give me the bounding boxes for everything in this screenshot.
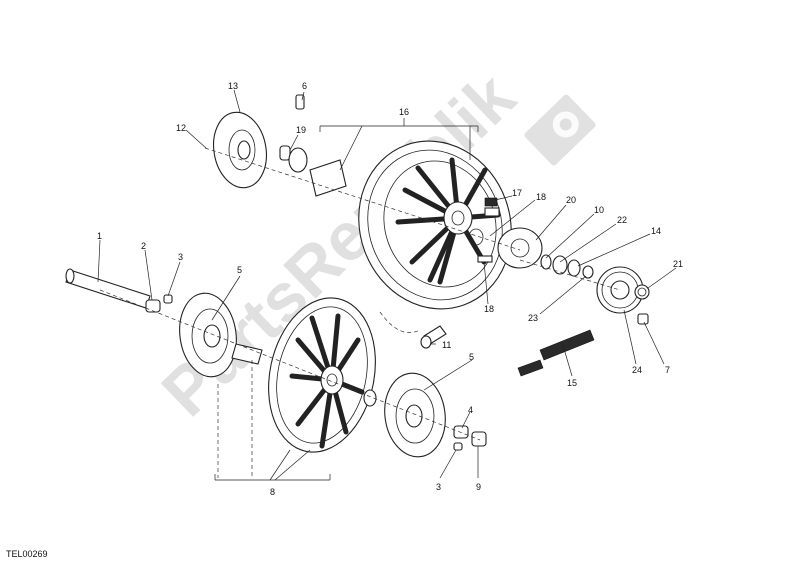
callout-8: 8 xyxy=(270,487,275,497)
callout-18-top: 18 xyxy=(536,192,546,202)
callout-1: 1 xyxy=(97,231,102,241)
callout-10: 10 xyxy=(594,205,604,215)
callout-17: 17 xyxy=(512,188,522,198)
rear-sprocket xyxy=(596,266,650,325)
callout-3: 3 xyxy=(178,252,183,262)
callout-19: 19 xyxy=(296,125,306,135)
callout-15: 15 xyxy=(567,378,577,388)
rear-wheel xyxy=(358,140,512,310)
callout-14: 14 xyxy=(651,226,661,236)
callout-12: 12 xyxy=(176,123,186,133)
callout-3-bottom: 3 xyxy=(436,482,441,492)
callout-4: 4 xyxy=(468,405,473,415)
callout-20: 20 xyxy=(566,195,576,205)
callout-13: 13 xyxy=(228,81,238,91)
callout-18-bottom: 18 xyxy=(484,304,494,314)
callout-22: 22 xyxy=(617,215,627,225)
callout-7: 7 xyxy=(665,365,670,375)
callout-24: 24 xyxy=(632,365,642,375)
assembly-guide-lines xyxy=(99,147,621,478)
front-brake-disc-left xyxy=(179,292,237,378)
front-axle xyxy=(65,268,487,451)
callout-numbers: 1 2 3 5 13 6 12 19 16 17 18 20 10 22 14 … xyxy=(97,81,683,497)
callout-16: 16 xyxy=(399,107,409,117)
callout-5: 5 xyxy=(237,265,242,275)
leader-lines xyxy=(97,89,677,481)
front-brake-disc-right xyxy=(384,372,446,458)
rear-axle-parts xyxy=(279,94,594,279)
watermark-gear-icon xyxy=(524,94,596,166)
callout-2: 2 xyxy=(141,241,146,251)
callout-21: 21 xyxy=(673,259,683,269)
callout-23: 23 xyxy=(528,313,538,323)
front-wheel xyxy=(268,297,376,453)
rear-brake-disc xyxy=(213,111,267,189)
tyre-valve xyxy=(420,325,447,349)
diagram-reference-code: TEL00269 xyxy=(6,549,48,559)
callout-9: 9 xyxy=(476,482,481,492)
callout-11: 11 xyxy=(442,340,451,350)
callout-6: 6 xyxy=(302,81,307,91)
group-brackets xyxy=(214,125,479,481)
drive-chain xyxy=(517,329,595,377)
callout-5-right: 5 xyxy=(469,352,474,362)
